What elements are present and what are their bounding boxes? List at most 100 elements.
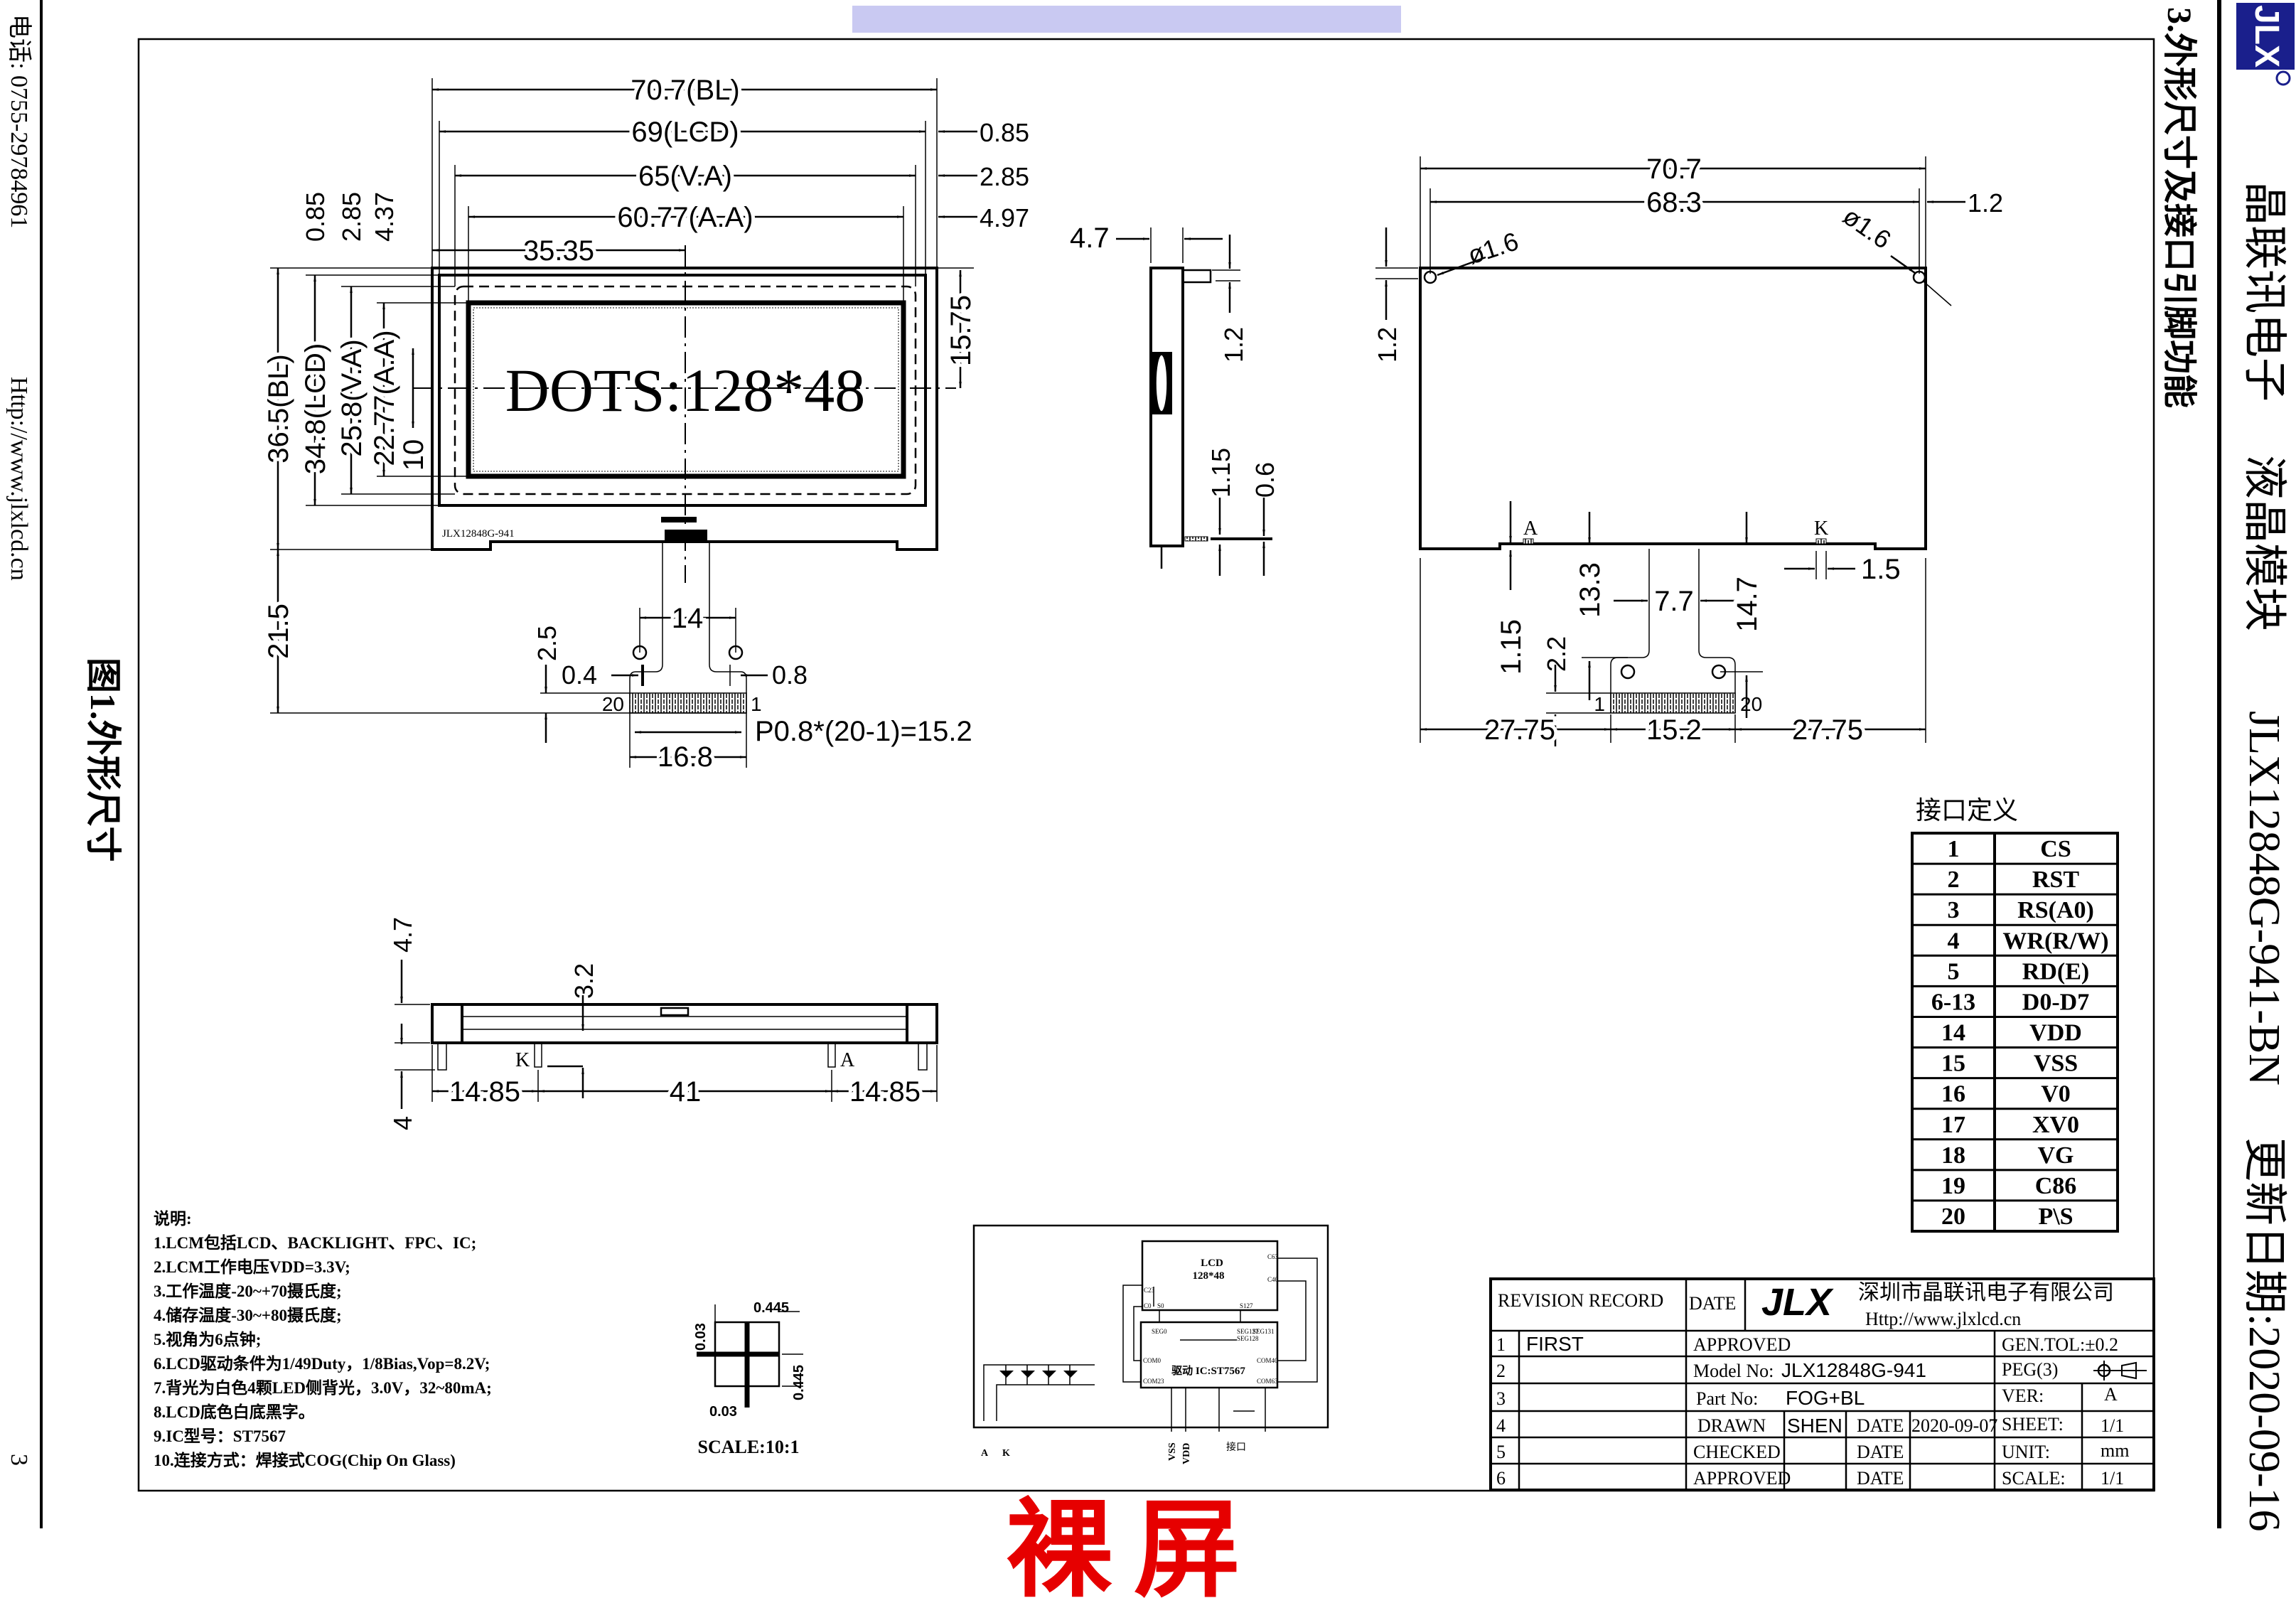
dim-top-offset-lcd: 0.85 [301,192,330,242]
notes: 说明: 1.LCM包括LCD、BACKLIGHT、FPC、IC;2.LCM工作电… [154,1209,492,1469]
dim-fpc-left: 0.4 [562,660,597,690]
part-label: Part No: [1696,1388,1758,1409]
pin-function: V0 [2041,1081,2071,1108]
revision-number: 3 [1496,1388,1506,1409]
approved2-label: APPROVED [1693,1468,1791,1489]
pin-number: 19 [1941,1173,1965,1199]
back-fpc-contact-pins [1610,692,1736,714]
pin-function: RD(E) [2022,958,2089,985]
dim-fpc-width: 16.8 [658,741,713,773]
pin-table-title: 接口定义 [1916,796,2018,825]
pin-function: RS(A0) [2017,897,2094,923]
lcd-pin-label: C63 [1267,1253,1279,1260]
pin-function: VDD [2029,1020,2082,1046]
pin-number: 18 [1941,1142,1965,1169]
back-view: 70.7 68.3 1.2 ø1.6 ø1.6 1.2 A K 1.5 1 20… [1373,150,2003,749]
fpc-contact-pins [629,692,747,714]
title-block: REVISION RECORD DATE JLX 深圳市晶联讯电子有限公司 Ht… [1489,1277,2155,1491]
dim-hole-dia-right: ø1.6 [1838,201,1897,254]
dim-back-right-margin: 27.75 [1792,714,1863,746]
update-date: 更新日期:2020-09-16 [2240,1137,2288,1532]
dim-bottom-left-span: 14.85 [449,1076,520,1108]
pin-function: WR(R/W) [2002,928,2108,954]
dim-back-14-7: 14.7 [1732,577,1763,632]
dim-fpc-length: 21.5 [263,604,294,659]
note-item: 8.LCD底色白底黑字。 [154,1403,315,1421]
bottom-cathode-label: K [515,1049,530,1071]
dim-height-aa: 22.77(A.A) [369,330,400,466]
dim-center-height: 15.75 [945,295,977,366]
logo-lettering: JLX [2248,5,2285,68]
drawn-label: DRAWN [1697,1415,1766,1436]
circuit-ic-label: 驱动 IC:ST7567 [1171,1364,1245,1377]
drawn-date-label: DATE [1857,1415,1904,1436]
dim-width-va: 65(V.A) [638,161,732,192]
front-view: DOTS:128*48 JLX12848G-941 70.7(BL) 69(LC… [259,71,1029,776]
dim-bottom-right-span: 14.85 [849,1076,921,1108]
pin-function: XV0 [2032,1112,2079,1138]
model-number: JLX12848G-941-BN [2240,711,2288,1085]
dim-right-offset-aa: 4.97 [980,203,1029,232]
approved-label: APPROVED [1693,1334,1791,1355]
projection-symbol-icon [2093,1361,2147,1380]
pin-table-row: 5 RD(E) [1948,958,2090,985]
pin-number: 20 [1941,1203,1965,1230]
dim-back-hole-spacing: 68.3 [1646,187,1702,218]
dim-back-13-3: 13.3 [1575,562,1606,618]
sheet-label: SHEET: [2002,1414,2064,1435]
drawn-by: SHEN [1787,1415,1842,1437]
pin-table-row: 19 C86 [1941,1173,2076,1199]
sheet-value: 1/1 [2101,1415,2124,1436]
scale-value: 1/1 [2101,1468,2124,1489]
left-margin-text: 电话: 0755-29784961 Http://www.jlxlcd.cn 3… [6,14,123,1466]
pin-table-row: 3 RS(A0) [1948,897,2094,923]
pin-function: D0-D7 [2022,989,2089,1015]
dim-neck-width: 7.7 [1654,586,1694,617]
revision-number: 6 [1496,1468,1506,1489]
dim-back-pin-span: 15.2 [1646,714,1702,746]
backlight-outline [431,267,938,551]
revision-number: 5 [1496,1442,1506,1462]
note-item: 9.IC型号：ST7567 [154,1427,286,1445]
general-tolerance: GEN.TOL:±0.2 [2002,1334,2118,1355]
dim-top-offset-va: 2.85 [337,192,366,242]
date-header: DATE [1689,1293,1736,1314]
approved2-date-label: DATE [1857,1468,1904,1489]
lcd-pin-label: C23 [1144,1287,1155,1294]
note-item: 1.LCM包括LCD、BACKLIGHT、FPC、IC; [154,1233,476,1252]
dim-side-10: 10 [398,439,429,471]
pin-number: 5 [1948,958,1960,985]
pin-number: 3 [1948,897,1960,923]
ic-pin-label: SEG0 [1152,1328,1167,1335]
top-highlight-bar [852,6,1401,33]
back-cathode-label: K [1814,518,1828,540]
dim-right-offset-va: 2.85 [980,162,1029,191]
revision-record-header: REVISION RECORD [1498,1290,1663,1311]
dim-side-pin-offset: 1.2 [1219,327,1248,363]
dim-hole-dia-left: ø1.6 [1464,226,1522,269]
dim-width-aa: 60.77(A.A) [617,202,753,233]
circuit-ic-block [1139,1321,1279,1389]
title-block-logo: JLX [1761,1281,1834,1324]
ic-pin-label: SEG127 [1237,1328,1259,1335]
ic-pin-label: COM40 [1257,1357,1278,1364]
dim-pad-width: 1.5 [1861,554,1901,585]
note-item: 7.背光为白色4颗LED侧背光，3.0V，32~80mA; [154,1378,492,1397]
dim-side-fpc-b: 0.6 [1250,462,1280,498]
pin-number: 15 [1941,1051,1965,1077]
drawn-date: 2020-09-07 [1911,1415,1997,1436]
pixel-detail: 0.445 0.03 0.445 0.03 SCALE:10:1 [693,1300,807,1457]
display-dots-label: DOTS:128*48 [505,356,865,424]
checked-label: CHECKED [1693,1442,1781,1462]
pin-function: C86 [2035,1173,2077,1199]
checked-date-label: DATE [1857,1442,1904,1462]
dim-pitch-formula: P0.8*(20-1)=15.2 [755,716,972,747]
company-name: 深圳市晶联讯电子有限公司 [1858,1281,2114,1304]
ic-pin-label: COM0 [1143,1357,1162,1364]
dim-back-hole-offset-right: 1.2 [1968,188,2003,218]
